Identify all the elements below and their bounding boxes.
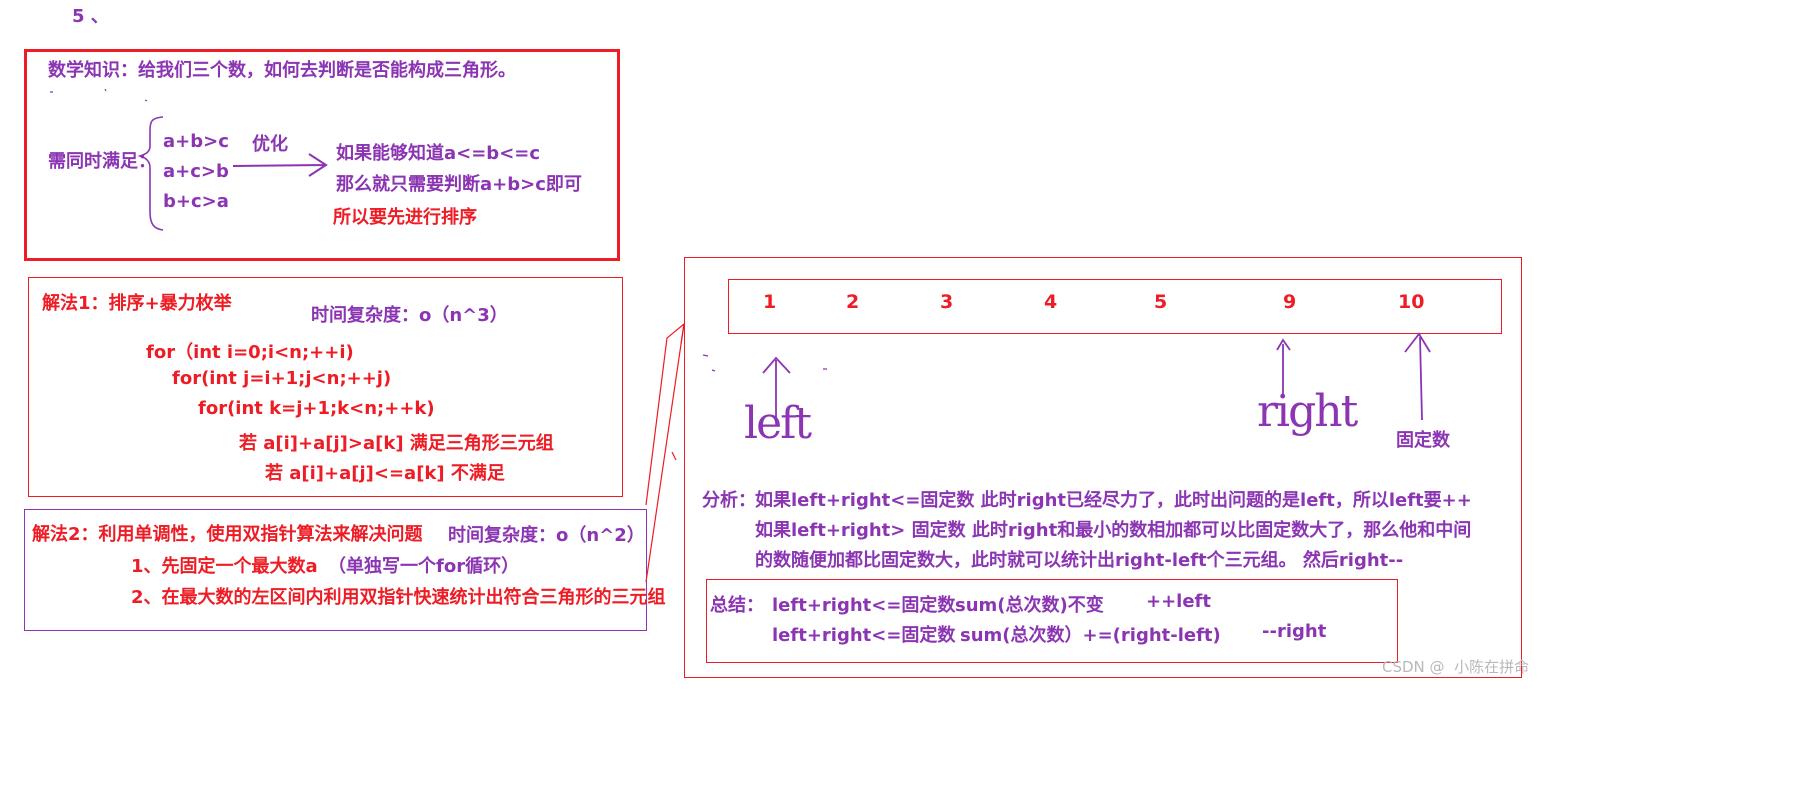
solution1-complexity: 时间复杂度：o（n^3） [311, 305, 508, 326]
summary-row1-action: ++left [1146, 591, 1211, 612]
code-line-1: for（int i=0;i<n;++i) [146, 342, 354, 363]
summary-row1-sum: sum(总次数)不变 [955, 595, 1104, 616]
scribble-mark [702, 354, 827, 372]
scribble-mark [50, 88, 148, 102]
math-knowledge-box [24, 49, 620, 261]
left-pointer-arrow-icon [762, 356, 791, 420]
fixed-number-label: 固定数 [1396, 430, 1450, 451]
condition-2: a+c>b [163, 161, 229, 182]
array-value: 9 [1283, 291, 1297, 313]
solution2-step2: 2、在最大数的左区间内利用双指针快速统计出符合三角形的三元组 [131, 587, 666, 608]
summary-box [706, 579, 1398, 663]
summary-label: 总结： [710, 595, 764, 616]
array-value: 10 [1398, 291, 1425, 313]
code-line-3: for(int k=j+1;k<n;++k) [198, 398, 435, 419]
solution2-box [24, 509, 647, 631]
array-value: 3 [940, 291, 954, 313]
solution2-step1: 1、先固定一个最大数a [131, 556, 318, 577]
watermark: CSDN @ 小陈在拼命 [1382, 658, 1539, 676]
code-line-5: 若 a[i]+a[j]<=a[k] 不满足 [265, 463, 505, 484]
summary-row1-cond: left+right<=固定数 [772, 595, 956, 616]
code-line-4: 若 a[i]+a[j]>a[k] 满足三角形三元组 [239, 433, 554, 454]
array-value: 1 [763, 291, 777, 313]
solution1-box [28, 277, 623, 497]
summary-row2-action: --right [1262, 621, 1327, 642]
array-value: 5 [1154, 291, 1168, 313]
code-line-2: for(int j=i+1;j<n;++j) [172, 368, 392, 389]
fixed-pointer-arrow-icon [1404, 332, 1431, 421]
math-note-3: 所以要先进行排序 [333, 207, 477, 228]
connector-line-icon [645, 323, 685, 583]
connector-line-icon [671, 451, 677, 461]
solution1-title: 解法1：排序+暴力枚举 [42, 293, 232, 314]
optimize-label: 优化 [252, 134, 288, 155]
condition-label: 需同时满足： [48, 151, 156, 172]
math-note-2: 那么就只需要判断a+b>c即可 [336, 174, 582, 195]
analysis-line-3: 的数随便加都比固定数大，此时就可以统计出right-left个三元组。 然后ri… [755, 550, 1404, 571]
condition-1: a+b>c [163, 131, 229, 152]
analysis-line-1: 如果left+right<=固定数 此时right已经尽力了，此时出问题的是le… [755, 490, 1472, 511]
condition-3: b+c>a [163, 191, 229, 212]
brace-icon [137, 116, 164, 231]
right-pointer-label: right [1257, 386, 1358, 437]
array-box [728, 279, 1502, 334]
section-number: 5 、 [72, 6, 109, 27]
summary-row2-cond: left+right<=固定数 [772, 625, 956, 646]
analysis-label: 分析： [702, 490, 756, 511]
solution2-title: 解法2：利用单调性，使用双指针算法来解决问题 [32, 524, 423, 545]
right-pointer-arrow-icon [1276, 338, 1291, 398]
analysis-line-2: 如果left+right> 固定数 此时right和最小的数相加都可以比固定数大… [755, 520, 1472, 541]
summary-row2-sum: sum(总次数）+=(right-left) [960, 625, 1221, 646]
math-note-1: 如果能够知道a<=b<=c [336, 143, 541, 164]
two-pointer-panel [684, 257, 1522, 678]
solution2-complexity: 时间复杂度：o（n^2） [448, 525, 645, 546]
array-value: 2 [846, 291, 860, 313]
math-title: 数学知识：给我们三个数，如何去判断是否能构成三角形。 [48, 60, 516, 81]
optimize-arrow-icon [232, 153, 328, 177]
solution2-step1-note: （单独写一个for循环） [328, 556, 520, 577]
array-value: 4 [1044, 291, 1058, 313]
left-pointer-label: left [744, 398, 812, 449]
connector-line-icon [645, 322, 685, 506]
